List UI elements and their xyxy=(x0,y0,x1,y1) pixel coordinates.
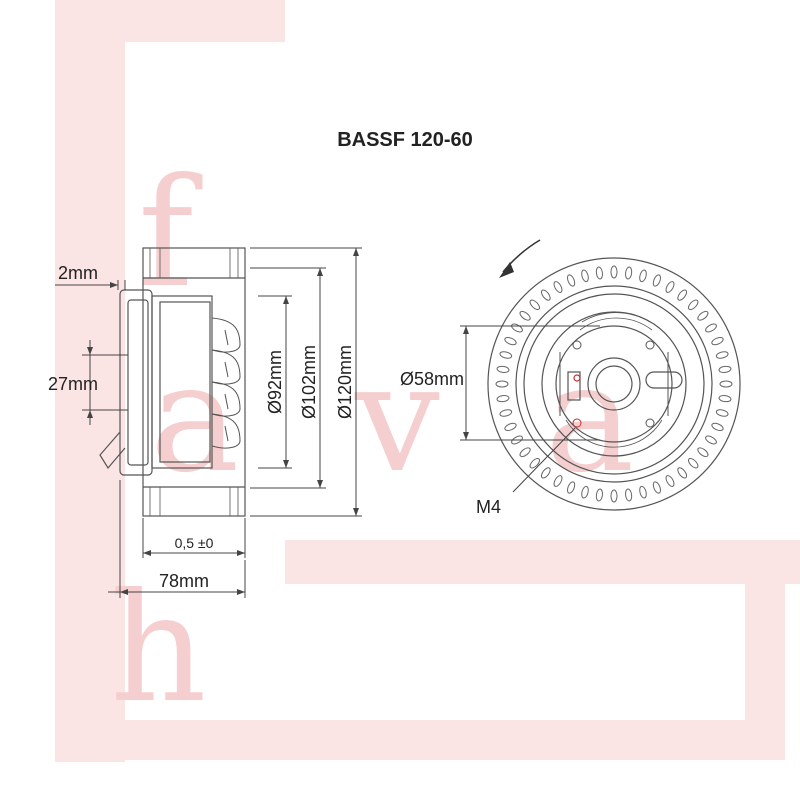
center-bore xyxy=(587,357,641,411)
vent-hole xyxy=(719,380,733,388)
vent-hole xyxy=(705,323,717,333)
vent-hole xyxy=(715,409,729,417)
vent-holes xyxy=(495,265,733,503)
front-dim-arrows xyxy=(463,326,469,440)
front-view xyxy=(487,257,741,511)
vent-hole xyxy=(718,365,732,373)
vent-hole xyxy=(495,380,509,388)
watermark-bar-corner xyxy=(745,584,785,724)
cable-exit xyxy=(645,371,683,389)
vent-hole xyxy=(567,274,576,287)
housing-fins xyxy=(149,248,239,516)
vent-hole xyxy=(697,447,709,458)
vent-hole xyxy=(595,488,603,502)
vent-hole xyxy=(511,435,523,445)
vent-hole xyxy=(665,281,675,293)
watermark-bar-bottom xyxy=(55,720,785,760)
vent-hole xyxy=(697,310,709,321)
vent-hole xyxy=(610,265,618,279)
vent-hole xyxy=(519,447,531,458)
housing-outline xyxy=(142,247,246,517)
vent-hole xyxy=(687,299,699,311)
watermark-letters: f a v a h xyxy=(110,147,634,736)
vent-hole xyxy=(705,435,717,445)
side-dim-arrows xyxy=(87,248,359,595)
impeller-blades xyxy=(211,317,241,449)
vent-hole xyxy=(529,299,541,311)
vent-hole xyxy=(499,409,513,417)
vent-hole xyxy=(511,323,523,333)
vent-hole xyxy=(718,395,732,403)
vent-hole xyxy=(625,266,633,280)
vent-hole xyxy=(519,310,531,321)
vent-hole xyxy=(504,337,517,346)
vent-hole xyxy=(567,481,576,494)
vent-hole xyxy=(496,365,510,373)
front-dimensions xyxy=(460,325,600,493)
watermark-letter-f: f xyxy=(138,147,203,321)
connector-tab xyxy=(567,371,581,401)
label-dia-92: Ø92mm xyxy=(265,350,285,414)
label-screw: M4 xyxy=(476,497,501,517)
vent-hole xyxy=(499,351,513,359)
vent-hole xyxy=(639,485,647,499)
label-tolerance: 0,5 ±0 xyxy=(175,535,214,551)
side-view xyxy=(99,247,246,517)
vent-hole xyxy=(610,489,618,503)
hub-plate xyxy=(555,325,673,443)
vent-hole xyxy=(677,289,688,301)
label-hub-height: 27mm xyxy=(48,374,98,394)
vent-hole xyxy=(677,467,688,479)
vent-hole xyxy=(715,351,729,359)
label-dia-120: Ø120mm xyxy=(335,345,355,419)
vent-hole xyxy=(665,475,675,487)
accent-marks xyxy=(573,374,581,382)
vent-hole xyxy=(652,481,661,494)
vent-hole xyxy=(496,395,510,403)
vent-hole xyxy=(625,488,633,502)
label-dia-102: Ø102mm xyxy=(299,345,319,419)
vent-hole xyxy=(540,289,551,301)
vent-hole xyxy=(687,457,699,469)
vent-hole xyxy=(529,457,541,469)
watermark-letter-v: v xyxy=(354,332,440,506)
vent-hole xyxy=(504,422,517,431)
screw-holes xyxy=(572,340,655,428)
watermark-bar-top xyxy=(55,0,285,42)
vent-hole xyxy=(711,422,724,431)
vent-hole xyxy=(553,281,563,293)
label-length: 78mm xyxy=(159,571,209,591)
label-flange-thickness: 2mm xyxy=(58,263,98,283)
vent-hole xyxy=(581,485,589,499)
vent-hole xyxy=(639,269,647,283)
vent-hole xyxy=(711,337,724,346)
outer-ring xyxy=(487,257,741,511)
label-dia-58: Ø58mm xyxy=(400,369,464,389)
vent-hole xyxy=(595,266,603,280)
vent-hole xyxy=(652,274,661,287)
vent-hole xyxy=(553,475,563,487)
inner-ring xyxy=(523,293,705,475)
drawing-title: BASSF 120-60 xyxy=(337,129,473,151)
watermark-letter-a: a xyxy=(150,332,239,506)
vent-hole xyxy=(581,269,589,283)
watermark-letter-a2: a xyxy=(545,332,634,506)
vent-hole xyxy=(540,467,551,479)
rotation-arrowhead xyxy=(499,262,514,278)
watermark-bar-right xyxy=(285,540,800,584)
cable xyxy=(99,431,126,470)
